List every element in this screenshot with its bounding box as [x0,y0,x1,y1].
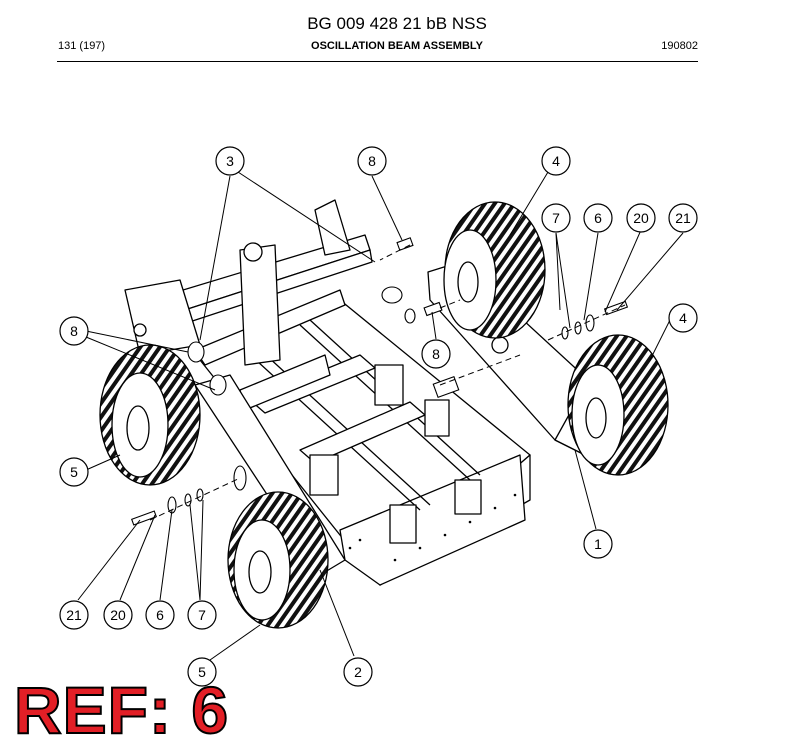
callout-label: 6 [594,210,602,226]
center-lines [149,244,626,521]
callout-label: 1 [594,536,602,552]
callout-8: 8 [421,339,451,369]
callout-balloons: 3 8 4 7 6 20 21 4 8 8 5 1 21 20 6 7 5 2 [59,146,698,687]
callout-20: 20 [626,203,656,233]
callout-label: 3 [226,153,234,169]
header-divider [57,61,698,62]
document-title: BG 009 428 21 bB NSS [307,14,487,33]
callout-5: 5 [187,657,217,687]
callout-5: 5 [59,457,89,487]
callout-7: 7 [541,203,571,233]
callout-label: 8 [432,346,440,362]
upper-hitch-structure [124,199,373,411]
callout-7: 7 [187,600,217,630]
callout-label: 21 [66,607,82,623]
callout-6: 6 [145,600,175,630]
callout-label: 5 [70,464,78,480]
tire-rear-left [99,344,201,486]
callout-4: 4 [541,146,571,176]
callout-8: 8 [357,146,387,176]
leader-lines [77,171,684,661]
assembly-name: OSCILLATION BEAM ASSEMBLY [311,40,483,52]
callout-2: 2 [343,657,373,687]
tire-front-left [227,491,329,629]
callout-21: 21 [668,203,698,233]
date-code: 190802 [661,40,698,52]
callout-label: 5 [198,664,206,680]
callout-label: 21 [675,210,691,226]
tire-rear-right [443,201,546,339]
callout-label: 7 [198,607,206,623]
callout-21: 21 [59,600,89,630]
page-number: 131 (197) [58,40,106,52]
callout-8: 8 [59,316,89,346]
callout-label: 8 [368,153,376,169]
callout-label: 20 [633,210,649,226]
callout-1: 1 [583,529,613,559]
callout-label: 6 [156,607,164,623]
callout-6: 6 [583,203,613,233]
tire-front-right [567,334,669,476]
callout-4: 4 [668,303,698,333]
callout-label: 20 [110,607,126,623]
callout-label: 4 [552,153,560,169]
callout-label: 8 [70,323,78,339]
callout-20: 20 [103,600,133,630]
callout-label: 2 [354,664,362,680]
callout-label: 7 [552,210,560,226]
ref-label: REF: 6 [13,672,230,748]
frame-chassis [194,289,531,586]
callout-3: 3 [215,146,245,176]
callout-label: 4 [679,310,687,326]
